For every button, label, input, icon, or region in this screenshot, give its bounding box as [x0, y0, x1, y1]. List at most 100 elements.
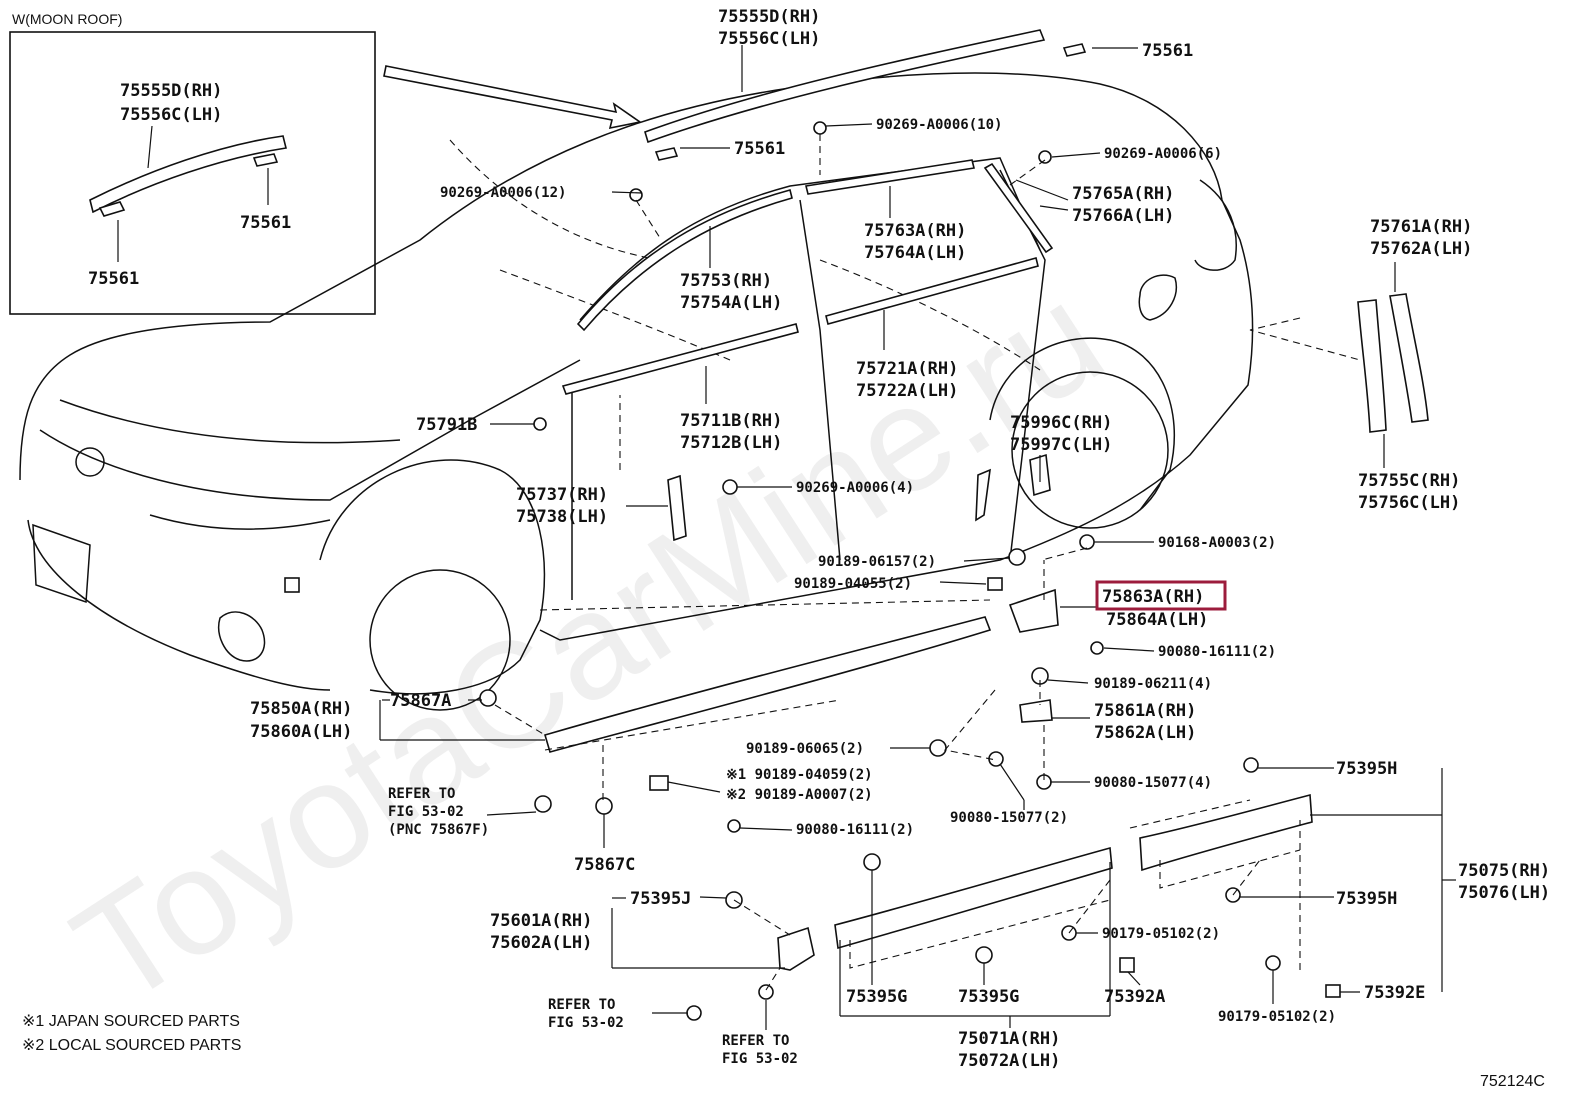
label-75395j: 75395J — [630, 889, 691, 909]
label-75561-a: 75561 — [1142, 41, 1193, 61]
label-75392a: 75392A — [1104, 987, 1165, 1007]
rear-door-belt-vertical — [983, 162, 1054, 254]
label-90080-15077-a: 90080-15077(4) — [1094, 775, 1212, 791]
clip-90189-04055-box — [284, 577, 300, 593]
label-75561-b: 75561 — [734, 139, 785, 159]
figure-id: 752124C — [1480, 1073, 1545, 1090]
label-75754a: 75754A(LH) — [680, 293, 782, 313]
part-labels: 75555D(RH) 75556C(LH) 75561 75561 90269-… — [250, 7, 1550, 1071]
label-75555d: 75555D(RH) — [718, 7, 820, 27]
roof-rail — [644, 29, 1046, 144]
inset-label-75561-b: 75561 — [88, 269, 139, 289]
note-local-sourced: ※2 LOCAL SOURCED PARTS — [22, 1037, 241, 1054]
label-75860a: 75860A(LH) — [250, 722, 352, 742]
label-90189-06065: 90189-06065(2) — [746, 741, 864, 757]
label-refer-to-3a: REFER TO — [722, 1033, 789, 1049]
rear-bracket-75863a — [1008, 588, 1059, 633]
rear-door-lower-molding — [1139, 793, 1313, 872]
label-90168-a0003: 90168-A0003(2) — [1158, 535, 1276, 551]
label-75395h-b: 75395H — [1336, 889, 1397, 909]
roof-clip-1 — [1062, 43, 1087, 57]
label-75756c: 75756C(LH) — [1358, 493, 1460, 513]
label-75764a: 75764A(LH) — [864, 243, 966, 263]
highlight-box-75863a — [1095, 580, 1227, 611]
inset-pointer-arrow — [383, 65, 643, 130]
assembly-guides — [494, 134, 1361, 991]
inset-label-75555d: 75555D(RH) — [120, 81, 222, 101]
label-75556c: 75556C(LH) — [718, 29, 820, 49]
label-75395h-a: 75395H — [1336, 759, 1397, 779]
label-refer-to-2a: REFER TO — [548, 997, 615, 1013]
label-90189-06157: 90189-06157(2) — [818, 554, 936, 570]
inset-roof-rail — [89, 135, 287, 214]
pillar-garnish — [667, 474, 687, 542]
label-75996c: 75996C(RH) — [1010, 413, 1112, 433]
front-door-lower-molding — [834, 846, 1113, 950]
label-90080-15077-b: 90080-15077(2) — [950, 810, 1068, 826]
label-75867a: 75867A — [390, 691, 451, 711]
label-75712b: 75712B(LH) — [680, 433, 782, 453]
rear-door-belt-molding — [825, 257, 1039, 325]
clip-90189-04059 — [649, 775, 669, 791]
label-75071a: 75071A(RH) — [958, 1029, 1060, 1049]
label-90189-06211: 90189-06211(4) — [1094, 676, 1212, 692]
label-refer-to-3b: FIG 53-02 — [722, 1051, 798, 1067]
label-75850a: 75850A(RH) — [250, 699, 352, 719]
label-90269-a0006-12: 90269-A0006(12) — [440, 185, 566, 201]
label-75765a: 75765A(RH) — [1072, 184, 1174, 204]
label-75395g-b: 75395G — [958, 987, 1019, 1007]
label-75762a: 75762A(LH) — [1370, 239, 1472, 259]
inset-label-75561-a: 75561 — [240, 213, 291, 233]
label-75997c: 75997C(LH) — [1010, 435, 1112, 455]
label-75763a: 75763A(RH) — [864, 221, 966, 241]
rear-lower-garnish — [975, 468, 991, 522]
label-75711b: 75711B(RH) — [680, 411, 782, 431]
roof-clip-2 — [654, 147, 679, 161]
qtr-garnish-inner — [1389, 293, 1429, 423]
label-75753: 75753(RH) — [680, 271, 772, 291]
leader-lines — [379, 45, 1456, 1030]
inset-label-75556c: 75556C(LH) — [120, 105, 222, 125]
moon-roof-inset: W(MOON ROOF) 75555D(RH) 75556C(LH) 75561… — [9, 11, 376, 315]
front-door-frame-molding — [576, 189, 793, 332]
label-75863a: 75863A(RH) — [1102, 587, 1204, 607]
label-mark2-90189-a0007: ※2 90189-A0007(2) — [726, 787, 873, 803]
label-refer-to-1a: REFER TO — [388, 786, 455, 802]
label-75392e: 75392E — [1364, 983, 1425, 1003]
label-90179-05102-a: 90179-05102(2) — [1102, 926, 1220, 942]
label-75766a: 75766A(LH) — [1072, 206, 1174, 226]
label-refer-to-2b: FIG 53-02 — [548, 1015, 624, 1031]
rear-door-frame-molding — [805, 159, 975, 195]
label-75722a: 75722A(LH) — [856, 381, 958, 401]
label-75755c: 75755C(RH) — [1358, 471, 1460, 491]
label-75075: 75075(RH) — [1458, 861, 1550, 881]
label-75862a: 75862A(LH) — [1094, 723, 1196, 743]
note-japan-sourced: ※1 JAPAN SOURCED PARTS — [22, 1013, 240, 1030]
label-90080-16111-a: 90080-16111(2) — [1158, 644, 1276, 660]
label-75738: 75738(LH) — [516, 507, 608, 527]
label-refer-to-1c: (PNC 75867F) — [388, 822, 489, 838]
label-75072a: 75072A(LH) — [958, 1051, 1060, 1071]
qtr-garnish-outer — [1357, 299, 1387, 433]
vehicle-body-outline — [19, 72, 1254, 711]
label-mark1-90189-04059: ※1 90189-04059(2) — [726, 767, 873, 783]
label-75602a: 75602A(LH) — [490, 933, 592, 953]
label-75791b: 75791B — [416, 415, 477, 435]
inset-title: W(MOON ROOF) — [12, 11, 122, 27]
label-75861a: 75861A(RH) — [1094, 701, 1196, 721]
label-90189-04055: 90189-04055(2) — [794, 576, 912, 592]
rocker-panel-molding — [544, 616, 992, 753]
bracket-75861a — [1019, 699, 1053, 723]
inset-clip-1 — [98, 201, 126, 217]
label-75867c: 75867C — [574, 855, 635, 875]
label-75737: 75737(RH) — [516, 485, 608, 505]
fasteners — [479, 121, 1341, 1021]
part-shapes — [284, 29, 1429, 971]
label-refer-to-1b: FIG 53-02 — [388, 804, 464, 820]
label-75721a: 75721A(RH) — [856, 359, 958, 379]
label-75076: 75076(LH) — [1458, 883, 1550, 903]
label-90269-a0006-6: 90269-A0006(6) — [1104, 146, 1222, 162]
label-90269-a0006-4: 90269-A0006(4) — [796, 480, 914, 496]
fender-lower-garnish — [777, 926, 815, 971]
